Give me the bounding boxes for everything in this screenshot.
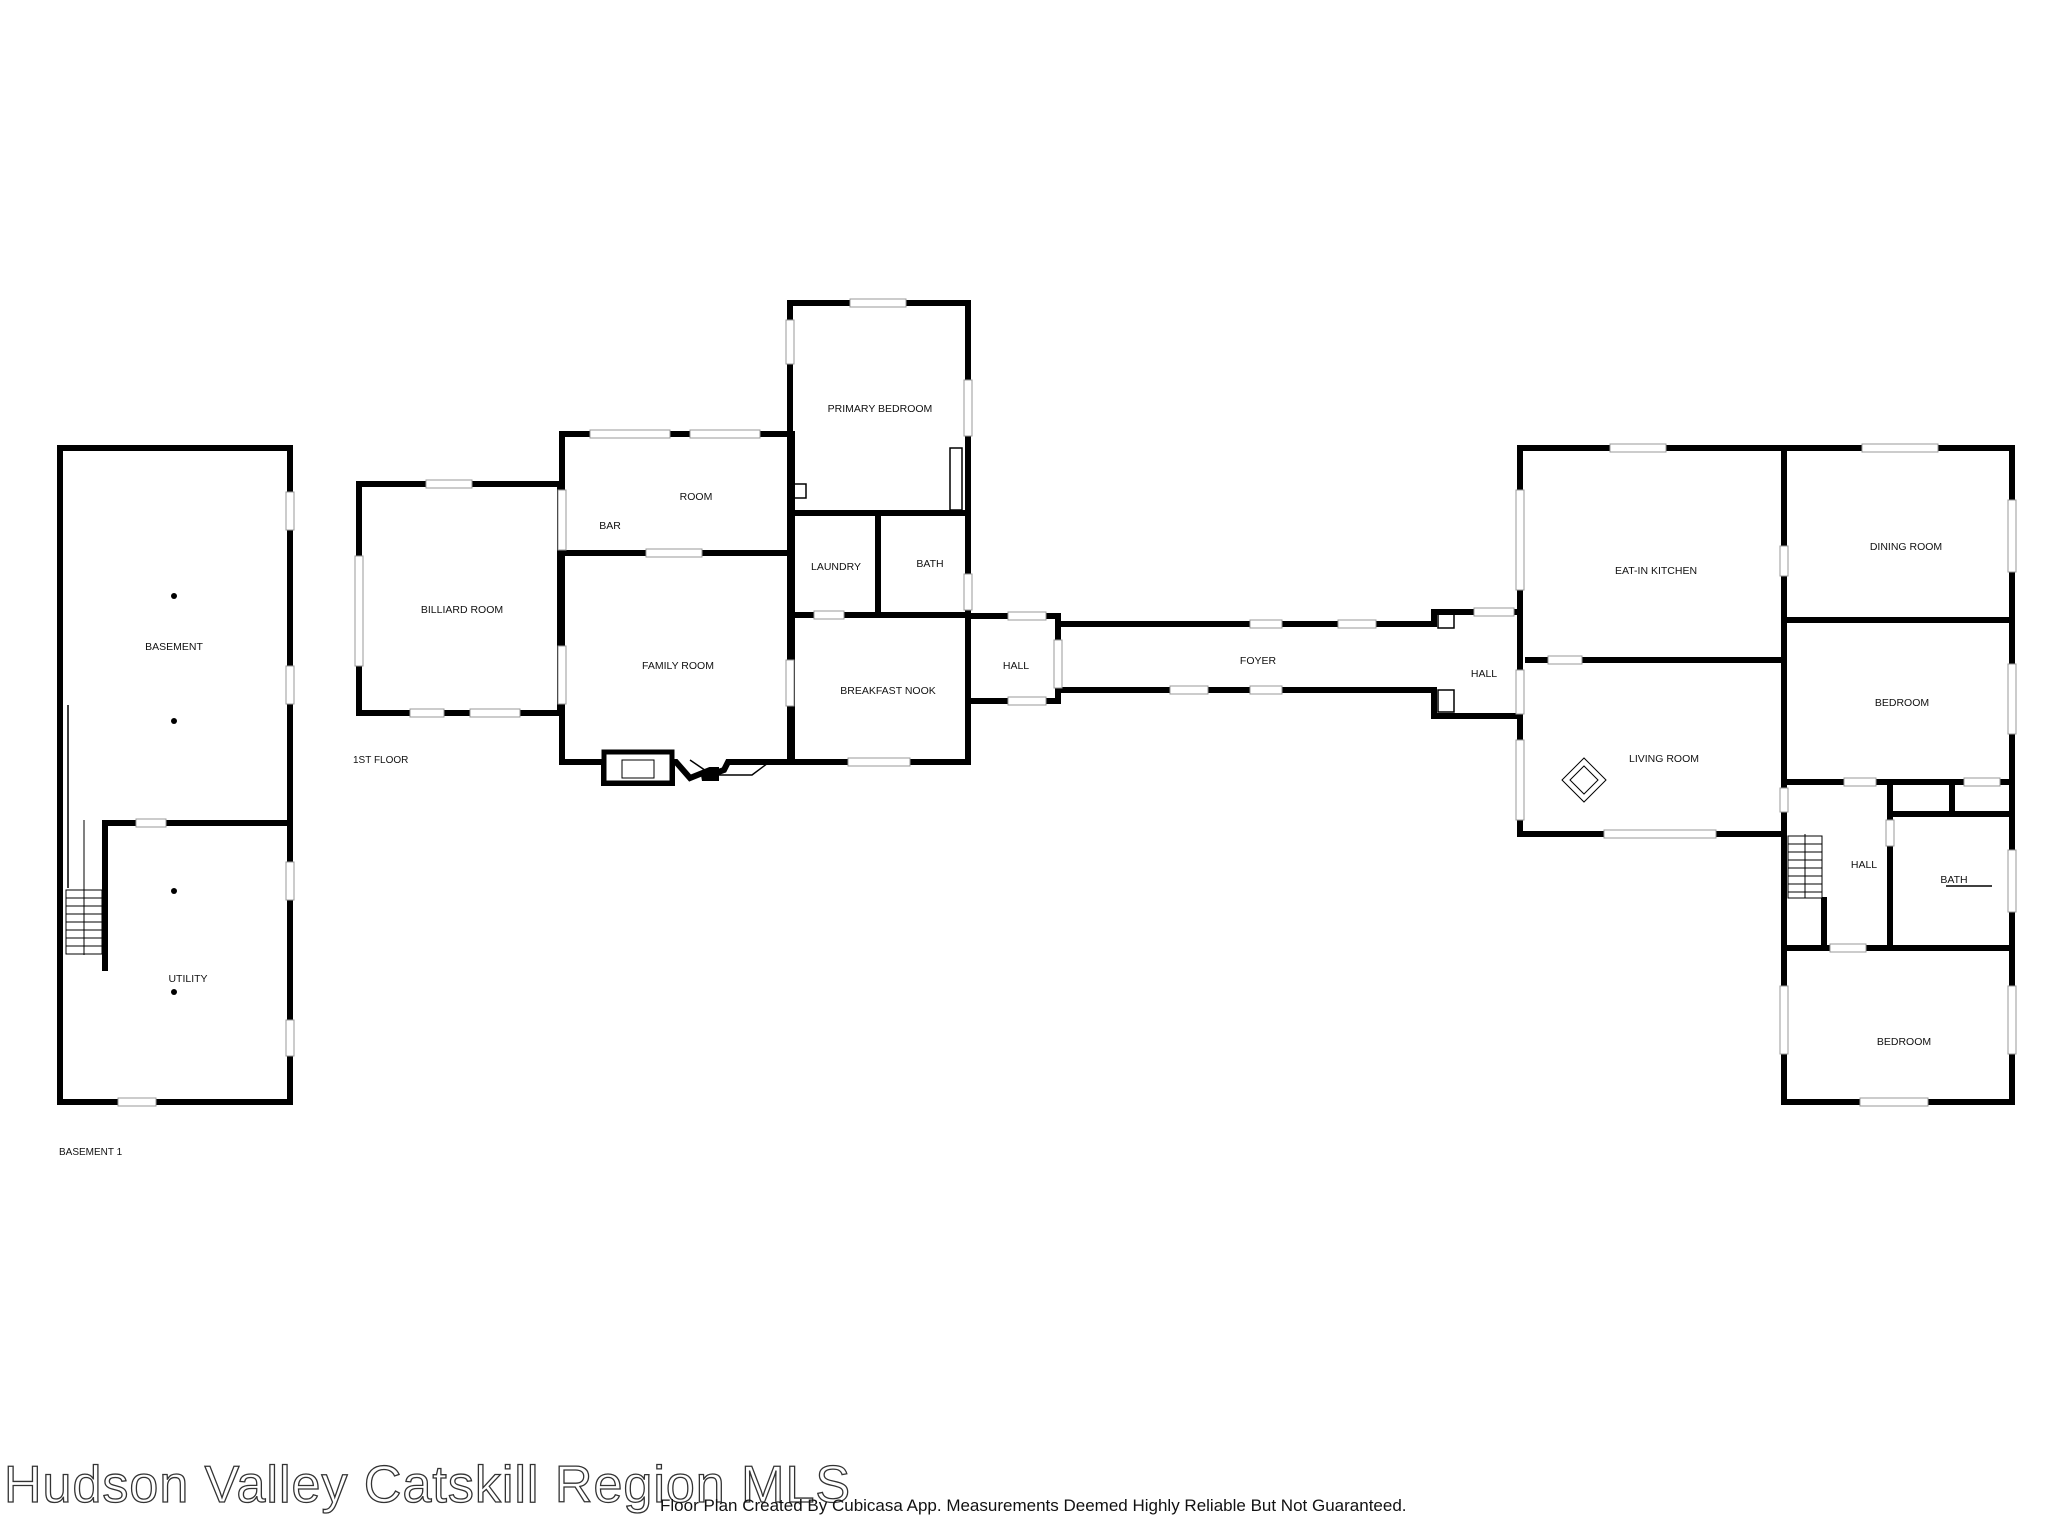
window <box>285 491 295 531</box>
window <box>557 489 567 551</box>
window <box>1859 1097 1929 1107</box>
hall-east-wall-bottom <box>1431 687 1523 719</box>
closet <box>949 447 963 511</box>
hall-stairs <box>1787 834 1823 899</box>
room-label-basement: BASEMENT <box>145 641 203 653</box>
window <box>1861 443 1939 453</box>
window <box>1169 685 1209 695</box>
closet-door <box>791 483 807 499</box>
floor-label-basement-1: BASEMENT 1 <box>59 1147 123 1158</box>
room-label-bath: BATH <box>1940 874 1967 886</box>
dining-room-wall <box>1781 445 2015 623</box>
window <box>2007 663 2017 735</box>
window <box>2007 499 2017 573</box>
south-wing-wall <box>1781 779 2015 1105</box>
basement-stairs <box>65 820 103 955</box>
doorway <box>1779 545 1789 577</box>
room-label-primary-bedroom: PRIMARY BEDROOM <box>828 403 933 415</box>
window <box>557 645 567 705</box>
window <box>1007 696 1047 706</box>
column <box>171 593 177 599</box>
room-labels: BASEMENT UTILITY BILLIARD ROOM BAR ROOM … <box>145 403 1968 1048</box>
first-floor-east <box>1515 443 2017 1107</box>
room-label-billiard-room: BILLIARD ROOM <box>421 604 503 616</box>
window <box>425 479 473 489</box>
doorway <box>135 818 167 828</box>
room-label-foyer: FOYER <box>1240 655 1277 667</box>
window <box>285 665 295 705</box>
closet <box>1437 689 1455 713</box>
room-label-eat-in-kitchen: EAT-IN KITCHEN <box>1615 565 1697 577</box>
room-label-dining-room: DINING ROOM <box>1870 541 1942 553</box>
window <box>847 757 911 767</box>
window <box>589 429 671 439</box>
room-label-utility: UTILITY <box>168 973 207 985</box>
family-block-wall <box>559 431 795 786</box>
doorway <box>785 659 795 707</box>
fireplace-icon <box>1561 757 1607 803</box>
window <box>1515 739 1525 821</box>
hall-wall <box>965 613 1061 704</box>
doorway <box>1515 669 1525 715</box>
doorway <box>1053 639 1063 689</box>
basement-level <box>57 445 295 1107</box>
doorway <box>1885 819 1895 847</box>
doorway <box>1829 943 1867 953</box>
window <box>2007 849 2017 913</box>
doorway <box>645 548 703 558</box>
billiard-room-wall <box>356 481 563 716</box>
room-label-bedroom: BEDROOM <box>1875 697 1929 709</box>
doorway <box>1249 619 1283 629</box>
fireplace-hearth-icon <box>621 759 655 779</box>
window <box>963 573 973 611</box>
room-label-bath: BATH <box>916 558 943 570</box>
doorway <box>1547 655 1583 665</box>
window <box>689 429 761 439</box>
window <box>354 555 364 667</box>
window <box>849 298 907 308</box>
window <box>1515 489 1525 591</box>
window <box>1609 443 1667 453</box>
floor-plan-disclaimer: Floor Plan Created By Cubicasa App. Meas… <box>660 1496 1407 1515</box>
room-label-breakfast-nook: BREAKFAST NOOK <box>840 685 936 697</box>
doorway <box>1963 777 2001 787</box>
column <box>171 989 177 995</box>
room-label-bar: BAR <box>599 520 621 532</box>
closet <box>1437 611 1455 629</box>
doorway <box>813 610 845 620</box>
doorway <box>409 708 445 718</box>
column <box>171 718 177 724</box>
window <box>1603 829 1717 839</box>
mls-watermark: Hudson Valley Catskill Region MLS <box>3 1455 852 1514</box>
room-label-room: ROOM <box>680 491 713 503</box>
room-label-living-room: LIVING ROOM <box>1629 753 1699 765</box>
kitchen-living-wall <box>1517 445 1787 837</box>
window <box>285 1019 295 1057</box>
room-label-family-room: FAMILY ROOM <box>642 660 714 672</box>
window <box>1007 611 1047 621</box>
window <box>1473 607 1515 617</box>
window <box>2007 985 2017 1055</box>
window <box>1779 985 1789 1055</box>
room-label-laundry: LAUNDRY <box>811 561 861 573</box>
room-label-bedroom: BEDROOM <box>1877 1036 1931 1048</box>
doorway <box>1843 777 1877 787</box>
window <box>1337 619 1377 629</box>
doorway <box>1249 685 1283 695</box>
room-label-hall: HALL <box>1471 668 1497 680</box>
room-label-hall: HALL <box>1003 660 1029 672</box>
basement-outer-wall <box>57 445 293 1105</box>
window <box>117 1097 157 1107</box>
window <box>469 708 521 718</box>
first-floor-west <box>354 298 1523 786</box>
room-label-hall: HALL <box>1851 859 1877 871</box>
window <box>963 379 973 437</box>
bay-window <box>689 759 773 776</box>
doorway <box>1779 787 1789 813</box>
column <box>171 888 177 894</box>
floor-label-first-floor: 1ST FLOOR <box>353 755 408 766</box>
window <box>285 861 295 901</box>
window <box>785 319 795 365</box>
